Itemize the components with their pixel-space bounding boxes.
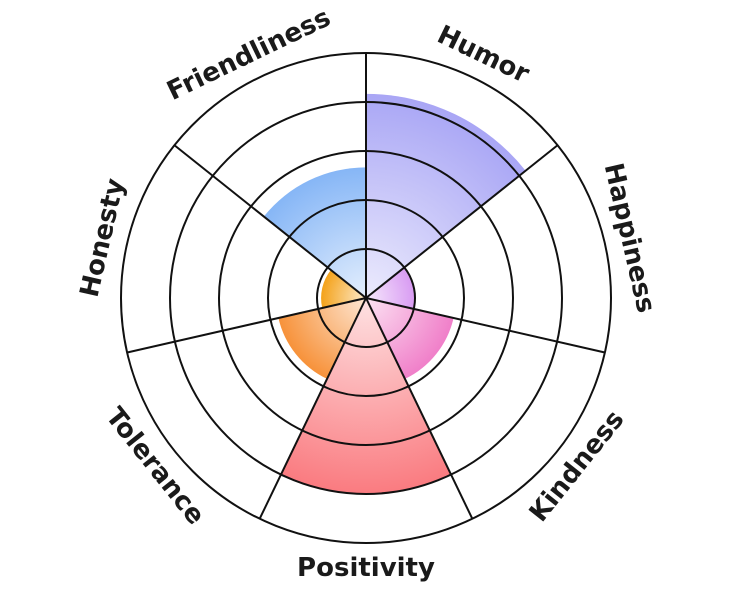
grid-spoke bbox=[258, 297, 367, 520]
wedge-humor bbox=[366, 93, 526, 298]
axis-label-humor: Humor bbox=[432, 20, 534, 90]
axis-label-positivity: Positivity bbox=[297, 553, 435, 583]
wedge-tolerance bbox=[278, 298, 366, 379]
wedge-kindness bbox=[366, 298, 454, 379]
grid-spoke bbox=[126, 297, 367, 354]
wedge-honesty bbox=[321, 269, 366, 308]
axis-label-friendliness: Friendliness bbox=[162, 3, 335, 107]
grid-spoke bbox=[365, 297, 474, 520]
wedge-friendliness bbox=[263, 167, 366, 298]
grid-spoke bbox=[173, 144, 367, 299]
grid-spoke bbox=[365, 144, 559, 299]
grid-spoke bbox=[365, 297, 606, 354]
wedge-happiness bbox=[366, 267, 415, 309]
axis-label-happiness: Happiness bbox=[598, 160, 661, 315]
